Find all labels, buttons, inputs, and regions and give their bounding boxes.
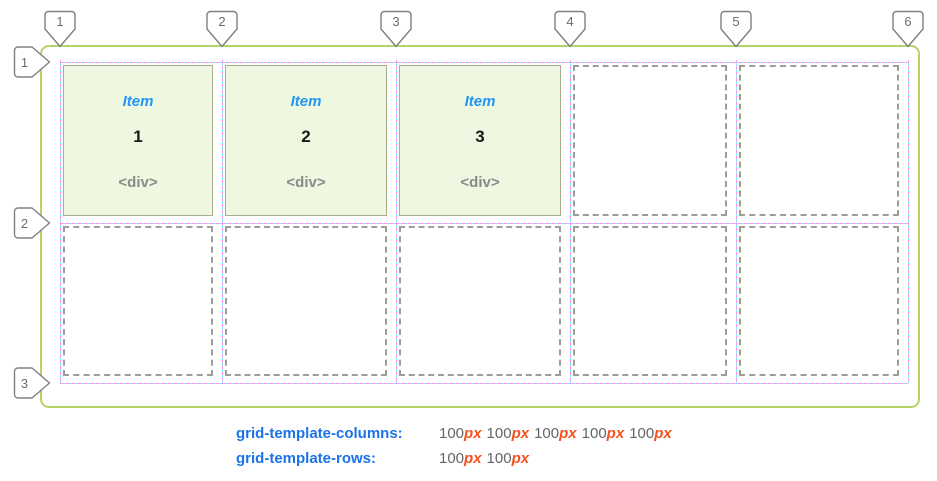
legend-property-grid-template-columns: grid-template-columns: bbox=[236, 425, 403, 442]
grid-item-cell: Item 2 <div> bbox=[225, 65, 387, 216]
column-line-marker-6: 6 bbox=[892, 10, 924, 50]
gridline-column-5 bbox=[736, 60, 737, 383]
gridline-row-2 bbox=[60, 223, 908, 224]
grid-empty-cell bbox=[573, 65, 727, 216]
legend-value-unit: px bbox=[464, 450, 482, 467]
row-line-marker-label: 1 bbox=[20, 54, 29, 70]
row-line-marker-3: 3 bbox=[13, 367, 53, 399]
legend-value-unit: px bbox=[511, 425, 530, 442]
legend-value-number: 100 bbox=[439, 425, 465, 442]
legend-row-rows: grid-template-rows: 100px 100px bbox=[236, 446, 672, 471]
grid-empty-cell bbox=[225, 226, 387, 376]
gridline-row-1 bbox=[60, 62, 908, 63]
gridline-column-2 bbox=[222, 60, 223, 383]
legend-value-number: 100 bbox=[486, 425, 512, 442]
column-line-marker-3: 3 bbox=[380, 10, 412, 50]
item-number: 2 bbox=[301, 127, 311, 146]
item-tag: <div> bbox=[118, 174, 158, 191]
row-line-marker-2: 2 bbox=[13, 207, 53, 239]
column-line-marker-4: 4 bbox=[554, 10, 586, 50]
grid-empty-cell bbox=[739, 65, 899, 216]
legend-value-number: 100 bbox=[486, 450, 512, 467]
column-line-marker-1: 1 bbox=[44, 10, 76, 50]
legend-row-columns: grid-template-columns: 100px 100px 100px… bbox=[236, 421, 672, 446]
item-number: 1 bbox=[133, 127, 143, 146]
grid-empty-cell bbox=[573, 226, 727, 376]
legend-value-unit: px bbox=[511, 450, 530, 467]
legend-value-unit: px bbox=[654, 425, 672, 442]
item-tag: <div> bbox=[460, 174, 500, 191]
legend-values-rows: 100px 100px bbox=[439, 446, 529, 471]
column-line-marker-5: 5 bbox=[720, 10, 752, 50]
gridline-column-3 bbox=[396, 60, 397, 383]
grid-empty-cell bbox=[63, 226, 213, 376]
row-line-marker-label: 3 bbox=[20, 375, 29, 391]
column-line-marker-label: 5 bbox=[732, 14, 740, 29]
item-label: Item bbox=[122, 93, 154, 110]
column-line-marker-label: 2 bbox=[218, 14, 226, 29]
grid-empty-cell bbox=[739, 226, 899, 376]
legend-value-number: 100 bbox=[534, 425, 560, 442]
gridline-column-6 bbox=[908, 60, 909, 383]
column-line-marker-label: 1 bbox=[56, 14, 64, 29]
grid-item-cell: Item 3 <div> bbox=[399, 65, 561, 216]
item-label: Item bbox=[290, 93, 322, 110]
gridline-column-4 bbox=[570, 60, 571, 383]
column-line-marker-label: 6 bbox=[904, 14, 912, 29]
item-number: 3 bbox=[475, 127, 485, 146]
legend-value-unit: px bbox=[559, 425, 577, 442]
item-tag: <div> bbox=[286, 174, 326, 191]
legend-values-columns: 100px 100px 100px 100px 100px bbox=[439, 421, 672, 446]
legend: grid-template-columns: 100px 100px 100px… bbox=[236, 421, 672, 471]
legend-value-unit: px bbox=[464, 425, 482, 442]
legend-value-unit: px bbox=[606, 425, 625, 442]
legend-value-number: 100 bbox=[581, 425, 607, 442]
column-line-marker-label: 4 bbox=[566, 14, 574, 29]
column-line-marker-label: 3 bbox=[392, 14, 400, 29]
legend-value-number: 100 bbox=[439, 450, 465, 467]
legend-property-grid-template-rows: grid-template-rows: bbox=[236, 450, 377, 467]
row-line-marker-1: 1 bbox=[13, 46, 53, 78]
gridline-row-3 bbox=[60, 383, 908, 384]
legend-value-number: 100 bbox=[629, 425, 655, 442]
item-label: Item bbox=[464, 93, 496, 110]
grid-empty-cell bbox=[399, 226, 561, 376]
grid-item-cell: Item 1 <div> bbox=[63, 65, 213, 216]
row-line-marker-label: 2 bbox=[20, 215, 29, 231]
gridline-column-1 bbox=[60, 60, 61, 383]
column-line-marker-2: 2 bbox=[206, 10, 238, 50]
